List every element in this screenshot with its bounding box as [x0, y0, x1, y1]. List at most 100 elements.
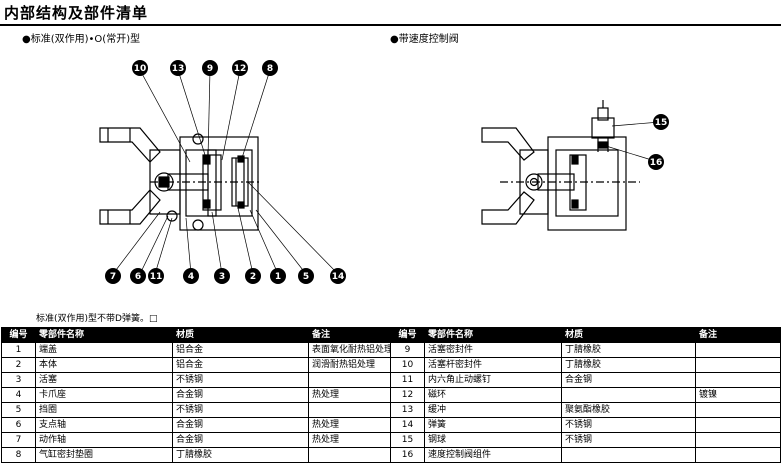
cell-material: 不锈钢: [172, 402, 309, 418]
callout-9: 9: [202, 60, 218, 76]
svg-text:4: 4: [188, 272, 194, 282]
cell-remarks: 表面氧化耐热铝处理: [308, 342, 391, 358]
callout-6: 6: [130, 268, 146, 284]
header-part-name: 零部件名称: [424, 327, 562, 343]
cell-part-name: 内六角止动螺钉: [424, 372, 562, 388]
cell-remarks: 润滑耐热铝处理: [308, 357, 391, 373]
table-row: 4 卡爪座 合金钢 热处理 12 磁环 镀镍: [1, 387, 781, 403]
cell-material: 不锈钢: [561, 432, 696, 448]
svg-text:13: 13: [172, 64, 185, 74]
svg-text:14: 14: [332, 272, 345, 282]
cell-number: 7: [1, 432, 36, 448]
callout-7: 7: [105, 268, 121, 284]
header-number: 编号: [1, 327, 36, 343]
cell-part-name: 挡圈: [35, 402, 173, 418]
cell-remarks: [695, 402, 781, 418]
cell-number: 4: [1, 387, 36, 403]
cell-remarks: [695, 417, 781, 433]
right-gripper-drawing: [481, 100, 661, 231]
cell-number: 3: [1, 372, 36, 388]
cell-number: 5: [1, 402, 36, 418]
cell-material: 丁腈橡胶: [172, 447, 309, 463]
callout-3: 3: [214, 268, 230, 284]
cell-number: 11: [390, 372, 425, 388]
cell-number: 2: [1, 357, 36, 373]
svg-text:15: 15: [655, 118, 668, 128]
cell-part-name: 钢球: [424, 432, 562, 448]
cell-number: 10: [390, 357, 425, 373]
cell-part-name: 动作轴: [35, 432, 173, 448]
table-row: 5 挡圈 不锈钢 13 缓冲 聚氨酯橡胶: [1, 402, 781, 418]
header-number: 编号: [390, 327, 425, 343]
header-remarks: 备注: [308, 327, 391, 343]
cell-remarks: [308, 372, 391, 388]
table-row: 8 气缸密封垫圈 丁腈橡胶 16 速度控制阀组件: [1, 447, 781, 463]
cell-number: 13: [390, 402, 425, 418]
callout-13: 13: [170, 60, 186, 76]
cell-material: 不锈钢: [561, 417, 696, 433]
cell-number: 6: [1, 417, 36, 433]
cell-part-name: 速度控制阀组件: [424, 447, 562, 463]
cell-material: 丁腈橡胶: [561, 357, 696, 373]
cell-material: 铝合金: [172, 342, 309, 358]
cell-number: 1: [1, 342, 36, 358]
callout-15: 15: [653, 114, 669, 130]
cell-number: 8: [1, 447, 36, 463]
right-section-label: ●带速度控制阀: [390, 34, 459, 45]
svg-text:7: 7: [110, 272, 116, 282]
svg-text:11: 11: [150, 272, 163, 282]
svg-text:8: 8: [267, 64, 273, 74]
callout-12: 12: [232, 60, 248, 76]
header-material: 材质: [172, 327, 309, 343]
svg-text:2: 2: [250, 272, 256, 282]
cell-part-name: 活塞: [35, 372, 173, 388]
cell-remarks: 热处理: [308, 417, 391, 433]
cell-material: 合金钢: [172, 432, 309, 448]
left-gripper-drawing: [99, 69, 339, 275]
cross-section-drawing: 10 13 9 12 8 7 6 11 4 3 2 1 5 14 15 16: [99, 60, 669, 284]
callout-11: 11: [148, 268, 164, 284]
cell-part-name: 缓冲: [424, 402, 562, 418]
drawing-note: 标准(双作用)型不带D弹簧。□: [36, 314, 158, 324]
cell-remarks: 热处理: [308, 387, 391, 403]
table-row: 6 支点轴 合金钢 热处理 14 弹簧 不锈钢: [1, 417, 781, 433]
cell-material: 合金钢: [172, 387, 309, 403]
callout-16: 16: [648, 154, 664, 170]
page-title: 内部结构及部件清单: [4, 4, 149, 22]
svg-text:1: 1: [275, 272, 281, 282]
table-row: 3 活塞 不锈钢 11 内六角止动螺钉 合金钢: [1, 372, 781, 388]
svg-text:12: 12: [234, 64, 247, 74]
parts-list-table: 编号 零部件名称 材质 备注 编号 零部件名称 材质 备注 1 端盖 铝合金 表…: [1, 327, 781, 463]
cell-part-name: 端盖: [35, 342, 173, 358]
cell-material: 铝合金: [172, 357, 309, 373]
cell-part-name: 弹簧: [424, 417, 562, 433]
cell-material: 丁腈橡胶: [561, 342, 696, 358]
table-header-row: 编号 零部件名称 材质 备注 编号 零部件名称 材质 备注: [1, 327, 781, 343]
cell-part-name: 卡爪座: [35, 387, 173, 403]
cell-remarks: [695, 432, 781, 448]
cell-part-name: 气缸密封垫圈: [35, 447, 173, 463]
cell-number: 14: [390, 417, 425, 433]
callout-14: 14: [330, 268, 346, 284]
cell-number: 16: [390, 447, 425, 463]
callout-5: 5: [298, 268, 314, 284]
table-row: 2 本体 铝合金 润滑耐热铝处理 10 活塞杆密封件 丁腈橡胶: [1, 357, 781, 373]
callout-10: 10: [132, 60, 148, 76]
cell-material: 合金钢: [561, 372, 696, 388]
cell-part-name: 活塞杆密封件: [424, 357, 562, 373]
cell-remarks: [308, 447, 391, 463]
cell-part-name: 磁环: [424, 387, 562, 403]
cell-number: 15: [390, 432, 425, 448]
cell-remarks: 镀镍: [695, 387, 781, 403]
cell-material: 合金钢: [172, 417, 309, 433]
table-row: 7 动作轴 合金钢 热处理 15 钢球 不锈钢: [1, 432, 781, 448]
svg-text:10: 10: [134, 64, 147, 74]
cell-number: 12: [390, 387, 425, 403]
header-part-name: 零部件名称: [35, 327, 173, 343]
svg-text:9: 9: [207, 64, 213, 74]
left-section-label: ●标准(双作用)•O(常开)型: [22, 34, 141, 45]
header-remarks: 备注: [695, 327, 781, 343]
cell-remarks: [695, 372, 781, 388]
cell-part-name: 本体: [35, 357, 173, 373]
cell-material: 不锈钢: [172, 372, 309, 388]
